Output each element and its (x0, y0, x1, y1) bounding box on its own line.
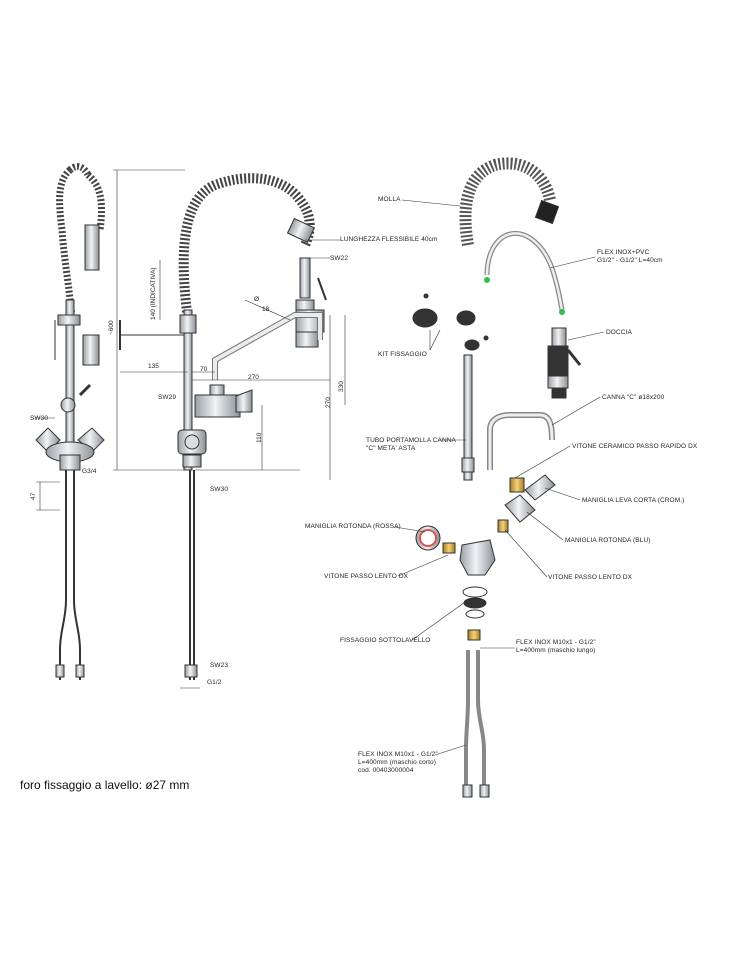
part-vitone-ceramico (509, 477, 525, 493)
label-maniglia-leva: MANIGLIA LEVA CORTA (CROM.) (582, 497, 685, 504)
dim-270-horizontal: 270 (248, 374, 259, 381)
left-shower-head (84, 224, 100, 271)
dim-70: 70 (200, 366, 208, 373)
leader-lines (394, 199, 605, 756)
label-flex-lungo: FLEX INOX M10x1 - G1/2" L=400mm (maschio… (516, 639, 596, 654)
label-tubo-portamolla: TUBO PORTAMOLLA CANNA "C" META' ASTA (366, 437, 456, 452)
label-molla: MOLLA (378, 196, 401, 203)
label-kit-fissaggio: KIT FISSAGGIO (378, 351, 427, 358)
center-spring (178, 173, 315, 321)
center-pole (183, 309, 193, 471)
label-g12: G1/2 (207, 679, 222, 686)
part-flex-pvc (484, 230, 565, 311)
label-maniglia-blu: MANIGLIA ROTONDA (BLU) (565, 537, 651, 544)
label-sw23: SW23 (210, 662, 229, 669)
label-lunghezza-flessibile: LUNGHEZZA FLESSIBILE 40cm (340, 236, 438, 243)
label-flex-corto: FLEX INOX M10x1 - G1/2" L=400mm (maschio… (358, 751, 438, 774)
left-sw30-label: SW30 (30, 415, 49, 422)
dim-135: 135 (148, 363, 159, 370)
label-vitone-sx: VITONE PASSO LENTO DX (324, 573, 409, 580)
label-sw30: SW30 (210, 486, 229, 493)
dim-140: 140 (INDICATIVA) (150, 267, 157, 321)
left-side-view (35, 163, 105, 680)
dim-phi: Ø (254, 296, 260, 303)
part-kit-fissaggio (412, 293, 489, 351)
label-sw22: SW22 (330, 255, 349, 262)
exploded-view (394, 157, 605, 798)
part-flex-lungo (476, 650, 486, 790)
dim-270-vertical: 270 (325, 397, 332, 408)
part-tubo-portamolla (463, 354, 473, 481)
part-maniglia-blu (504, 494, 536, 523)
label-maniglia-rossa: MANIGLIA ROTONDA (ROSSA) (305, 523, 401, 530)
mounting-hole-note: foro fissaggio a lavello: ø27 mm (20, 778, 190, 792)
label-vitone-ceramico: VITONE CERAMICO PASSO RAPIDO DX (572, 443, 698, 450)
dimension-lines (113, 169, 346, 689)
label-sw29: SW29 (158, 394, 177, 401)
center-front-view (113, 169, 346, 689)
label-doccia: DOCCIA (606, 329, 632, 336)
label-fissaggio-sottolavello: FISSAGGIO SOTTOLAVELLO (340, 637, 431, 644)
dim-18: 18 (262, 306, 270, 313)
label-vitone-dx: VITONE PASSO LENTO DX (548, 574, 633, 581)
part-doccia (547, 327, 582, 399)
dim-330: 330 (338, 381, 345, 392)
dim-600: ~600 (108, 320, 115, 335)
part-fissaggio-sottolavello (462, 586, 488, 641)
center-mixer-body (194, 394, 241, 418)
part-flex-corto (464, 650, 470, 790)
left-g34-label: G3/4 (82, 468, 97, 475)
part-maniglia-rossa (415, 525, 441, 551)
part-molla-spring (459, 157, 556, 247)
label-flex-pvc: FLEX INOX+PVC G1/2" - G1/2" L=40cm (597, 249, 663, 264)
part-maniglia-leva (524, 474, 556, 501)
label-canna: CANNA "C" ø18x200 (602, 394, 665, 401)
part-mixer-body (459, 539, 496, 576)
left-spring (56, 163, 105, 321)
left-dim-47: 47 (30, 492, 37, 500)
dim-110: 110 (256, 432, 263, 443)
